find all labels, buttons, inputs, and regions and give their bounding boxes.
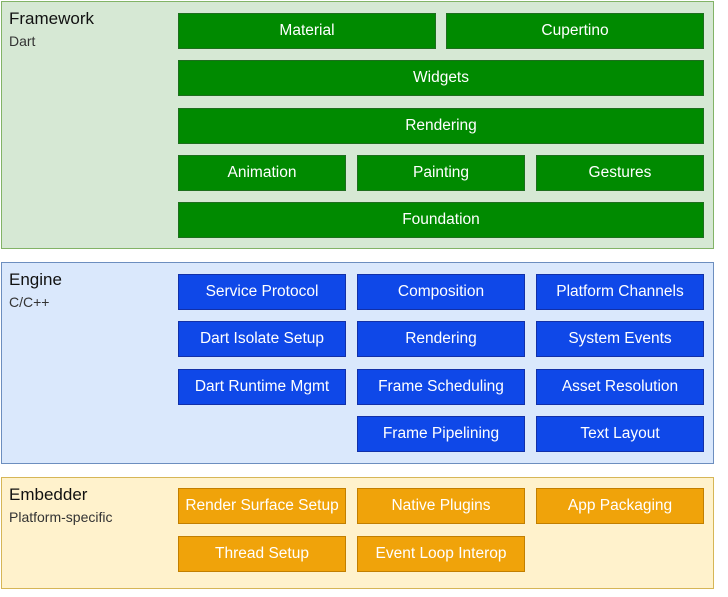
box-frame-scheduling: Frame Scheduling xyxy=(357,369,525,405)
box-thread-setup: Thread Setup xyxy=(178,536,346,572)
box-system-events: System Events xyxy=(536,321,704,357)
box-text-layout: Text Layout xyxy=(536,416,704,452)
box-render-surface-setup: Render Surface Setup xyxy=(178,488,346,524)
box-painting: Painting xyxy=(357,155,525,191)
box-dart-isolate-setup: Dart Isolate Setup xyxy=(178,321,346,357)
embedder-subtitle: Platform-specific xyxy=(9,509,113,525)
box-gestures: Gestures xyxy=(536,155,704,191)
box-event-loop-interop: Event Loop Interop xyxy=(357,536,525,572)
engine-subtitle: C/C++ xyxy=(9,294,50,310)
box-frame-pipelining: Frame Pipelining xyxy=(357,416,525,452)
box-asset-resolution: Asset Resolution xyxy=(536,369,704,405)
framework-subtitle: Dart xyxy=(9,33,36,49)
embedder-layer: Embedder Platform-specific Render Surfac… xyxy=(1,477,714,589)
box-service-protocol: Service Protocol xyxy=(178,274,346,310)
box-material: Material xyxy=(178,13,436,49)
framework-title: Framework xyxy=(9,9,95,28)
box-foundation: Foundation xyxy=(178,202,704,238)
box-app-packaging: App Packaging xyxy=(536,488,704,524)
box-engine-rendering: Rendering xyxy=(357,321,525,357)
engine-layer: Engine C/C++ Service Protocol Compositio… xyxy=(1,262,714,464)
box-rendering: Rendering xyxy=(178,108,704,144)
box-platform-channels: Platform Channels xyxy=(536,274,704,310)
framework-layer: Framework Dart Material Cupertino Widget… xyxy=(1,1,714,249)
box-widgets: Widgets xyxy=(178,60,704,96)
box-native-plugins: Native Plugins xyxy=(357,488,525,524)
engine-title: Engine xyxy=(9,270,62,289)
box-cupertino: Cupertino xyxy=(446,13,704,49)
box-animation: Animation xyxy=(178,155,346,191)
box-composition: Composition xyxy=(357,274,525,310)
box-dart-runtime-mgmt: Dart Runtime Mgmt xyxy=(178,369,346,405)
embedder-title: Embedder xyxy=(9,485,88,504)
